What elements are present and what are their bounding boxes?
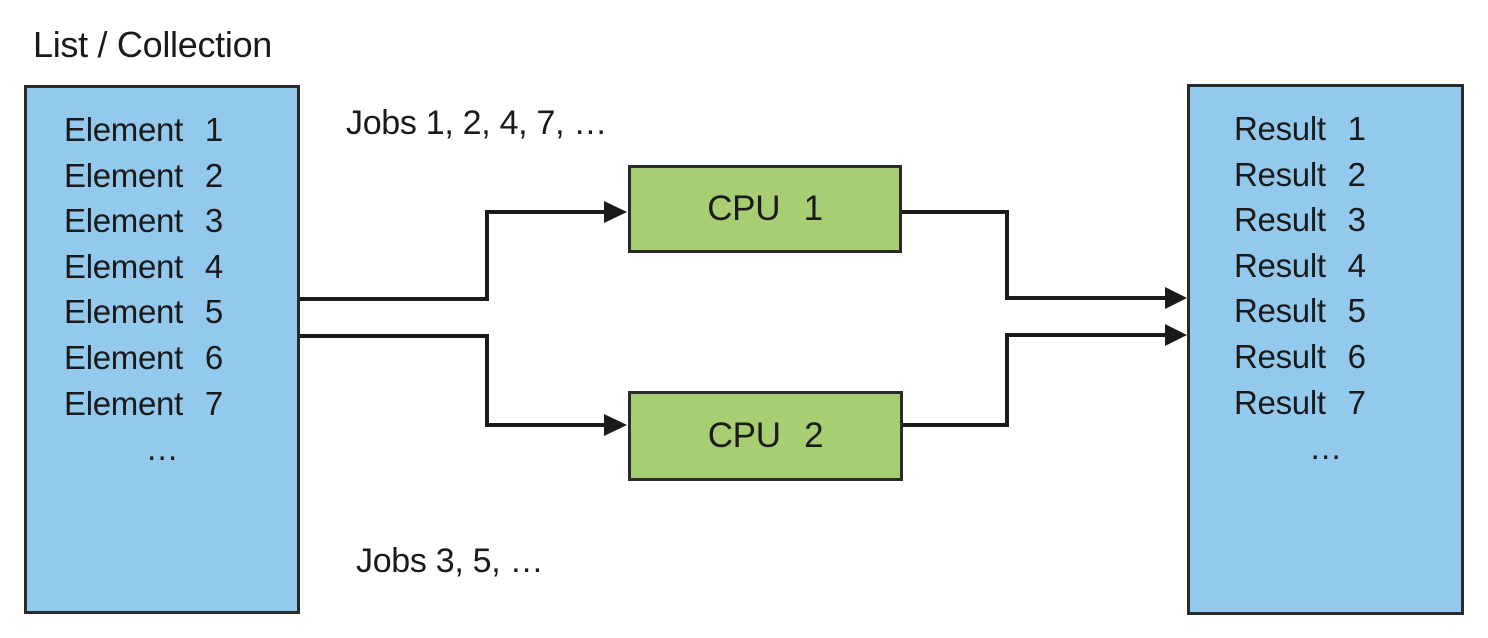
results-box: Result 1 Result 2 Result 3 Result 4 Resu… [1187, 84, 1464, 615]
cpu2-box: CPU 2 [628, 391, 903, 481]
list-item: Element 5 [64, 293, 223, 331]
arrowhead-icon [604, 414, 627, 436]
connector-elements-to-cpu1 [300, 201, 627, 301]
list-item: Result 1 [1234, 110, 1366, 147]
arrowhead-icon [1165, 287, 1187, 309]
connector-cpu1-to-results [902, 210, 1187, 309]
list-item: Element 1 [64, 111, 223, 148]
list-collection-box: Element 1 Element 2 Element 3 Element 4 … [24, 85, 300, 614]
connector-elements-to-cpu2 [300, 334, 627, 436]
list-item: Result 7 [1234, 383, 1366, 421]
cpu1-box: CPU 1 [628, 165, 902, 253]
list-item: Result 2 [1234, 155, 1366, 193]
element-list: Element 1 Element 2 Element 3 Element 4 … [27, 88, 297, 472]
jobs-top-label: Jobs 1, 2, 4, 7, … [346, 104, 608, 142]
list-item: Result 5 [1234, 292, 1366, 330]
list-item: Result 4 [1234, 246, 1366, 284]
cpu2-label: CPU 2 [707, 416, 824, 455]
list-item: Element 3 [64, 202, 223, 240]
list-item: Element 4 [64, 247, 223, 285]
arrowhead-icon [1165, 324, 1187, 346]
jobs-bottom-label: Jobs 3, 5, … [356, 542, 544, 580]
list-item: Result 6 [1234, 337, 1366, 375]
arrowhead-icon [604, 201, 627, 223]
list-item: Element 6 [64, 338, 223, 376]
list-ellipsis: … [1309, 429, 1342, 467]
cpu1-label: CPU 1 [707, 189, 823, 228]
result-list: Result 1 Result 2 Result 3 Result 4 Resu… [1190, 87, 1461, 471]
connector-cpu2-to-results [903, 324, 1187, 427]
list-item: Element 7 [64, 384, 223, 422]
list-item: Result 3 [1234, 201, 1366, 239]
diagram-title: List / Collection [33, 24, 273, 65]
list-ellipsis: … [145, 430, 179, 468]
list-item: Element 2 [64, 156, 223, 194]
